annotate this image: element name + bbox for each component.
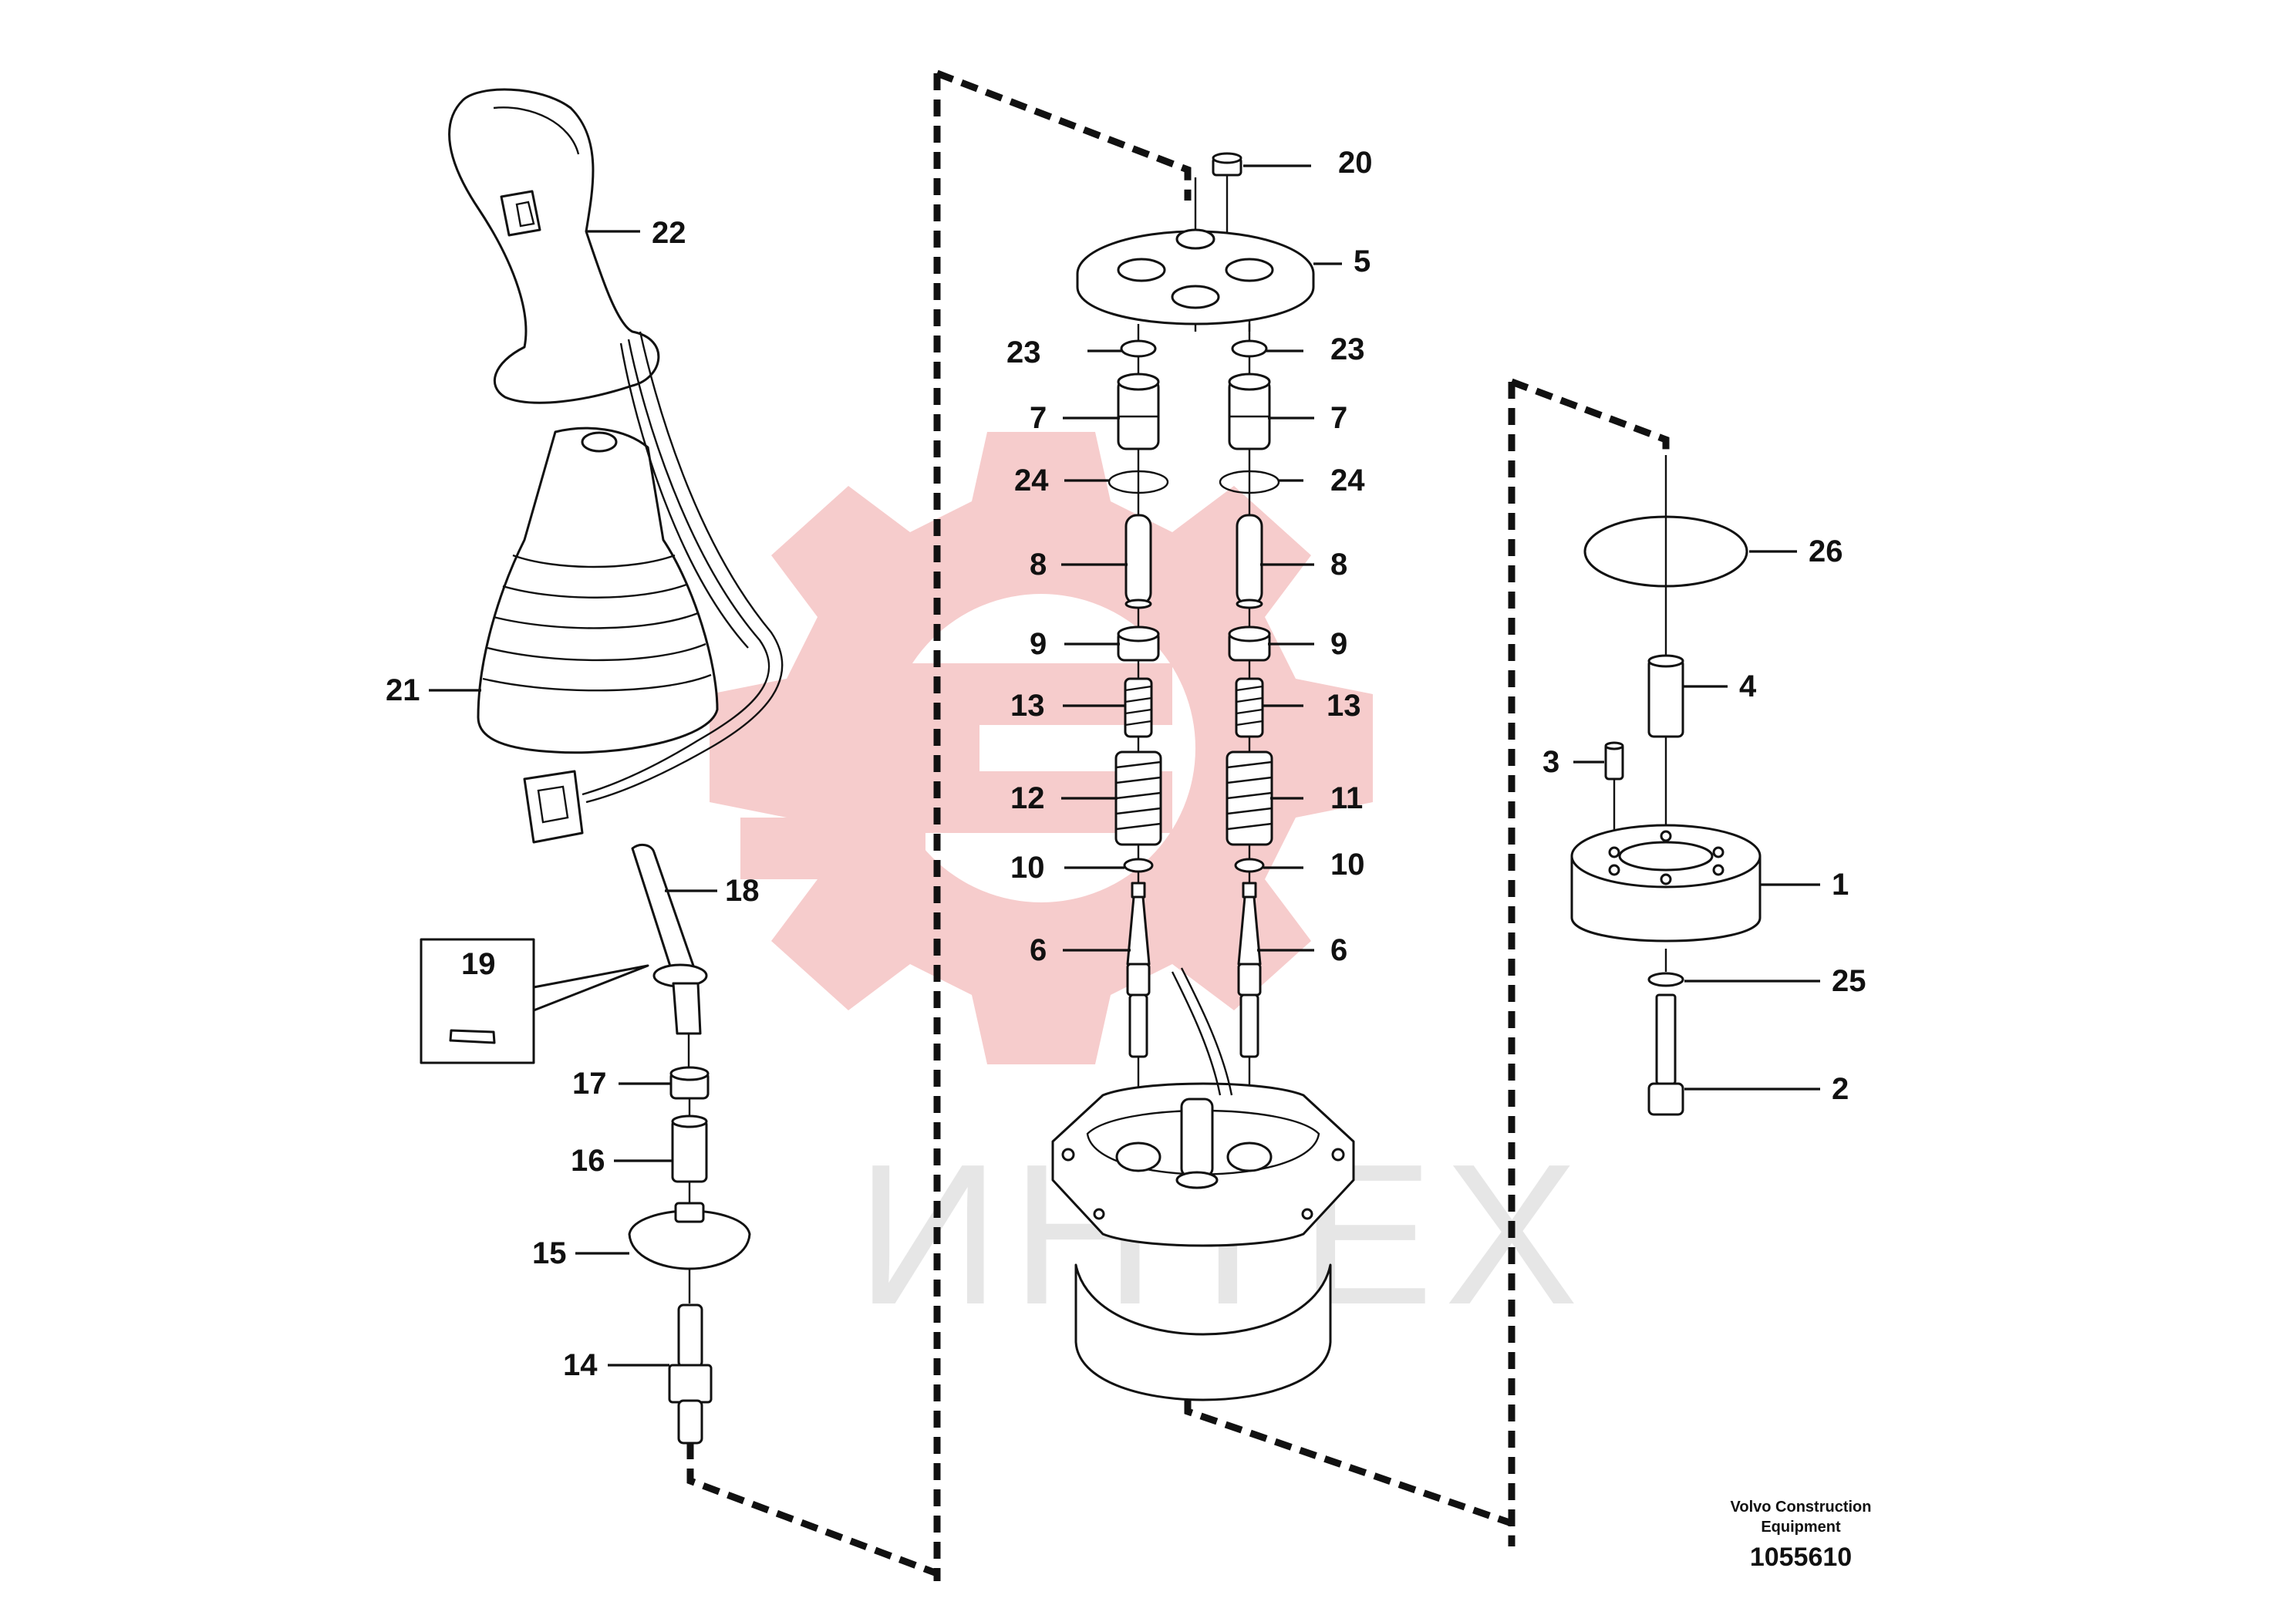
credit-block: Volvo Construction Equipment 1055610: [1731, 1499, 1872, 1572]
part-8-plunger-right: [1236, 514, 1263, 609]
part-14-universal-joint: [668, 1303, 713, 1445]
part-2-bolt: [1647, 993, 1684, 1116]
part-7-guide-left: [1117, 373, 1160, 450]
callout-4: 4: [1739, 669, 1757, 703]
callout-7-left: 7: [1030, 401, 1047, 435]
callout-9-left: 9: [1030, 627, 1047, 661]
part-22-handle: [448, 88, 660, 404]
callout-9-right: 9: [1330, 627, 1347, 661]
callout-17: 17: [572, 1067, 607, 1101]
part-12-spring-left: [1114, 750, 1162, 846]
watermark-logo: [710, 432, 1373, 1064]
callout-2: 2: [1832, 1072, 1849, 1106]
plunger-stack-right: [1219, 324, 1280, 1211]
part-6-rod-left: [1126, 882, 1151, 1058]
part-4-sleeve: [1647, 654, 1684, 738]
callout-10-right: 10: [1330, 848, 1365, 882]
part-16-sleeve: [671, 1114, 708, 1183]
callout-12: 12: [1010, 781, 1045, 815]
callout-13-left: 13: [1010, 689, 1045, 723]
part-15-plate: [628, 1202, 751, 1270]
part-21-boot: [477, 331, 784, 844]
callout-11: 11: [1330, 781, 1363, 815]
part-13-spring-right: [1235, 677, 1264, 738]
callout-24-right: 24: [1330, 464, 1365, 497]
part-17-bushing: [669, 1066, 710, 1100]
callout-7-right: 7: [1330, 401, 1347, 435]
callout-10-left: 10: [1010, 851, 1045, 885]
callout-25: 25: [1832, 964, 1866, 998]
valve-body: [1051, 967, 1355, 1401]
section-outlines: [686, 69, 1670, 1581]
part-1-ring: [1570, 824, 1762, 943]
callout-1: 1: [1832, 868, 1849, 902]
part-18-lever: [631, 843, 708, 1035]
part-24-oring-left: [1108, 470, 1169, 494]
callout-15: 15: [532, 1236, 567, 1270]
callout-23-left: 23: [1006, 336, 1041, 369]
part-10-washer-left: [1123, 858, 1154, 873]
plunger-stack-left: [1108, 324, 1169, 1211]
callout-21: 21: [386, 673, 420, 707]
part-20-nut: [1212, 152, 1242, 177]
callouts: 20 5 23 23 7 7 24 24 8 8 9 9 13 13 12 11…: [386, 146, 1866, 1382]
credit-line-1: Volvo Construction: [1731, 1499, 1872, 1516]
part-24-oring-right: [1219, 470, 1280, 494]
part-8-plunger-left: [1124, 514, 1152, 609]
callout-18: 18: [725, 874, 760, 908]
callout-8-right: 8: [1330, 548, 1347, 582]
detail-box-19: [420, 938, 649, 1064]
callout-19: 19: [461, 947, 496, 981]
part-6-rod-right: [1237, 882, 1262, 1058]
document-number: 1055610: [1750, 1543, 1852, 1572]
part-5-plate: [1076, 228, 1315, 325]
part-25-washer: [1647, 972, 1684, 987]
callout-5: 5: [1354, 244, 1371, 278]
part-11-spring-right: [1226, 750, 1273, 846]
part-10-washer-right: [1234, 858, 1265, 873]
credit-line-2: Equipment: [1761, 1519, 1841, 1536]
callout-6-left: 6: [1030, 933, 1047, 967]
part-9-washer-left: [1117, 626, 1160, 662]
callout-6-right: 6: [1330, 933, 1347, 967]
callout-22: 22: [652, 216, 686, 250]
callout-16: 16: [571, 1144, 605, 1178]
callout-14: 14: [563, 1348, 598, 1382]
callout-13-right: 13: [1327, 689, 1361, 723]
callout-23-right: 23: [1330, 332, 1365, 366]
part-7-guide-right: [1228, 373, 1271, 450]
callout-26: 26: [1809, 534, 1843, 568]
callout-8-left: 8: [1030, 548, 1047, 582]
callout-3: 3: [1542, 745, 1559, 779]
callout-24-left: 24: [1014, 464, 1049, 497]
callout-20: 20: [1338, 146, 1373, 180]
part-23-seal-right: [1231, 339, 1268, 358]
part-3-pin: [1604, 741, 1624, 781]
part-9-washer-right: [1228, 626, 1271, 662]
part-23-seal-left: [1120, 339, 1157, 358]
leader-lines: [429, 164, 1820, 1367]
part-13-spring-left: [1124, 677, 1153, 738]
